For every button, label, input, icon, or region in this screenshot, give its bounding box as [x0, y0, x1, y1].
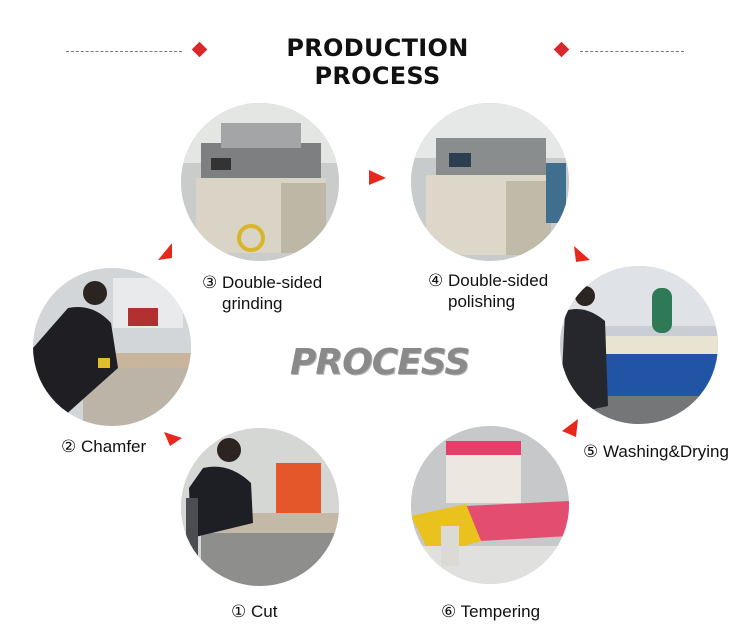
step-3-number: ③	[202, 273, 218, 292]
step-6-label: Tempering	[460, 602, 541, 621]
step-6-caption: ⑥ Tempering	[441, 601, 540, 622]
step-2-label: Chamfer	[80, 437, 147, 456]
tempering-furnace-photo	[411, 426, 569, 584]
arrow-icon-3-to-4	[369, 170, 386, 185]
step-4-label-line2: polishing	[448, 292, 516, 311]
page-title: PRODUCTION PROCESS	[286, 34, 469, 90]
step-1-caption: ① Cut	[231, 601, 277, 622]
step-6-number: ⑥	[441, 602, 457, 621]
step-3-caption: ③ Double-sided grinding	[202, 272, 322, 314]
step-1-number: ①	[231, 602, 247, 621]
step-3-label-line1: Double-sided	[221, 273, 323, 292]
grinding-machine-photo	[181, 103, 339, 261]
step-4-label-line1: Double-sided	[447, 271, 549, 290]
step-1-label: Cut	[250, 602, 278, 621]
header-divider-right	[580, 51, 684, 52]
step-4-number: ④	[428, 271, 444, 290]
step-5-caption: ⑤ Washing&Drying	[583, 441, 729, 462]
arrow-icon-1-to-2	[164, 432, 182, 446]
step-4-caption: ④ Double-sided polishing	[428, 270, 548, 312]
arrow-icon-4-to-5	[574, 246, 590, 262]
step-2-caption: ② Chamfer	[61, 436, 146, 457]
diamond-icon-right	[553, 41, 570, 58]
center-process-label: PROCESS	[290, 342, 470, 383]
header-divider-left	[66, 51, 182, 52]
step-3-label-line2: grinding	[222, 294, 283, 313]
arrow-icon-5-to-6	[562, 419, 578, 437]
cutting-machine-photo	[181, 428, 339, 586]
arrow-icon-2-to-3	[158, 243, 172, 260]
diamond-icon-left	[191, 41, 208, 58]
step-2-number: ②	[61, 437, 77, 456]
step-5-number: ⑤	[583, 442, 599, 461]
polishing-machine-photo	[411, 103, 569, 261]
chamfer-station-photo	[33, 268, 191, 426]
step-5-label: Washing&Drying	[602, 442, 729, 461]
washing-machine-photo	[560, 266, 718, 424]
